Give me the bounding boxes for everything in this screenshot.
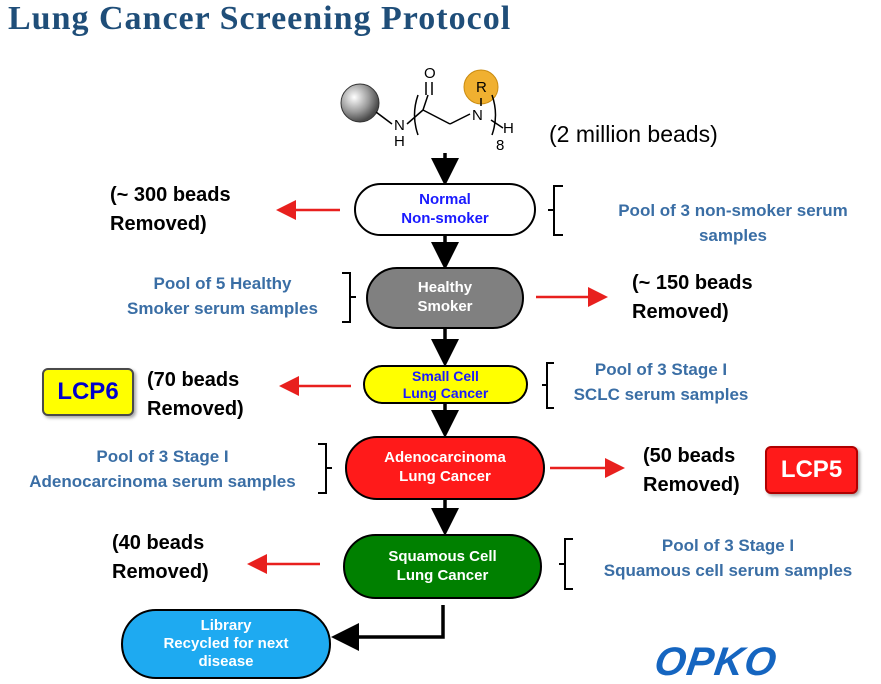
pool-line2: Adenocarcinoma serum samples bbox=[29, 472, 296, 491]
step-adenocarcinoma-lung-cancer: Adenocarcinoma Lung Cancer bbox=[345, 436, 545, 500]
lcp6-badge: LCP6 bbox=[42, 368, 134, 416]
pool-label-3: Pool of 3 Stage I SCLC serum samples bbox=[546, 357, 776, 407]
bracket-pool-5 bbox=[559, 538, 573, 590]
removed-line1: (40 beads bbox=[112, 532, 205, 554]
pool-line2: Smoker serum samples bbox=[127, 299, 318, 318]
removed-label-1: (~ 300 beads Removed) bbox=[110, 181, 231, 239]
molecule-structure: O R N H N H 8 bbox=[340, 65, 514, 154]
repeat-count-label: 8 bbox=[496, 137, 504, 154]
oxygen-label: O bbox=[424, 65, 436, 82]
hydrogen-label-left: H bbox=[394, 133, 405, 150]
pool-line1: Pool of 5 Healthy bbox=[153, 274, 292, 293]
pool-line2: SCLC serum samples bbox=[573, 385, 749, 404]
bead-count-label: (2 million beads) bbox=[549, 121, 718, 147]
step-small-cell-lung-cancer: Small Cell Lung Cancer bbox=[363, 365, 528, 404]
removed-label-4: (50 beads Removed) bbox=[643, 442, 740, 500]
removed-label-3: (70 beads Removed) bbox=[147, 366, 244, 424]
pool-line1: Pool of 3 Stage I bbox=[594, 360, 728, 379]
pool-line1: Pool of 3 Stage I bbox=[661, 536, 795, 555]
opko-logo: OPKO bbox=[651, 640, 780, 684]
step-label-line1: Normal bbox=[419, 190, 471, 208]
library-line2: Recycled for next bbox=[163, 635, 289, 652]
step-label-line2: Lung Cancer bbox=[402, 384, 489, 401]
pool-label-5: Pool of 3 Stage I Squamous cell serum sa… bbox=[578, 533, 878, 583]
bead-icon bbox=[340, 83, 380, 123]
step-label-line2: Lung Cancer bbox=[399, 468, 491, 485]
removed-label-5: (40 beads Removed) bbox=[112, 529, 209, 587]
step-label-line1: Squamous Cell bbox=[388, 547, 497, 565]
step-label-line2: Lung Cancer bbox=[396, 566, 489, 584]
step-label-line1: Small Cell bbox=[412, 368, 479, 385]
removed-line2: Removed) bbox=[643, 474, 740, 496]
step-squamous-cell-lung-cancer: Squamous Cell Lung Cancer bbox=[343, 534, 542, 599]
r-label: R bbox=[476, 79, 487, 96]
pool-line1: Pool of 3 non-smoker serum bbox=[618, 201, 848, 220]
step-label-line2: Smoker bbox=[417, 298, 473, 315]
bracket-pool-4 bbox=[318, 443, 332, 494]
lcp5-badge: LCP5 bbox=[765, 446, 858, 494]
removed-label-2: (~ 150 beads Removed) bbox=[632, 269, 753, 327]
library-recycle-step: Library Recycled for next disease bbox=[121, 609, 331, 679]
page-title: Lung Cancer Screening Protocol bbox=[8, 0, 512, 37]
hydrogen-label-right: H bbox=[503, 120, 514, 137]
pool-line2: samples bbox=[698, 226, 768, 245]
removed-line1: (~ 150 beads bbox=[632, 272, 753, 294]
library-line3: disease bbox=[198, 653, 254, 670]
removed-line2: Removed) bbox=[147, 398, 244, 420]
lcp6-label: LCP6 bbox=[57, 378, 119, 405]
removed-line1: (50 beads bbox=[643, 445, 736, 467]
bracket-pool-3 bbox=[542, 362, 554, 409]
bracket-pool-1 bbox=[548, 185, 563, 236]
removed-line1: (70 beads bbox=[147, 369, 240, 391]
nitrogen-label-left: N bbox=[394, 117, 405, 134]
pool-label-4: Pool of 3 Stage I Adenocarcinoma serum s… bbox=[0, 444, 325, 494]
removed-line2: Removed) bbox=[632, 301, 729, 323]
library-line1: Library bbox=[200, 617, 252, 634]
nitrogen-label-right: N bbox=[472, 107, 483, 124]
removed-line1: (~ 300 beads bbox=[110, 184, 231, 206]
pool-label-2: Pool of 5 Healthy Smoker serum samples bbox=[95, 271, 350, 321]
bracket-pool-2 bbox=[342, 272, 356, 323]
step-label-line2: Non-smoker bbox=[401, 209, 489, 227]
pool-line1: Pool of 3 Stage I bbox=[96, 447, 229, 466]
lcp5-label: LCP5 bbox=[780, 456, 843, 483]
step-label-line1: Adenocarcinoma bbox=[384, 449, 506, 467]
removed-line2: Removed) bbox=[112, 561, 209, 583]
step-normal-nonsmoker: Normal Non-smoker bbox=[354, 183, 536, 236]
pool-label-1: Pool of 3 non-smoker serum samples bbox=[583, 198, 881, 248]
step-label-line1: Healthy bbox=[417, 279, 473, 297]
flow-arrow-library bbox=[331, 605, 445, 651]
removed-line2: Removed) bbox=[110, 213, 207, 235]
pool-line2: Squamous cell serum samples bbox=[603, 561, 853, 580]
step-healthy-smoker: Healthy Smoker bbox=[366, 267, 524, 329]
